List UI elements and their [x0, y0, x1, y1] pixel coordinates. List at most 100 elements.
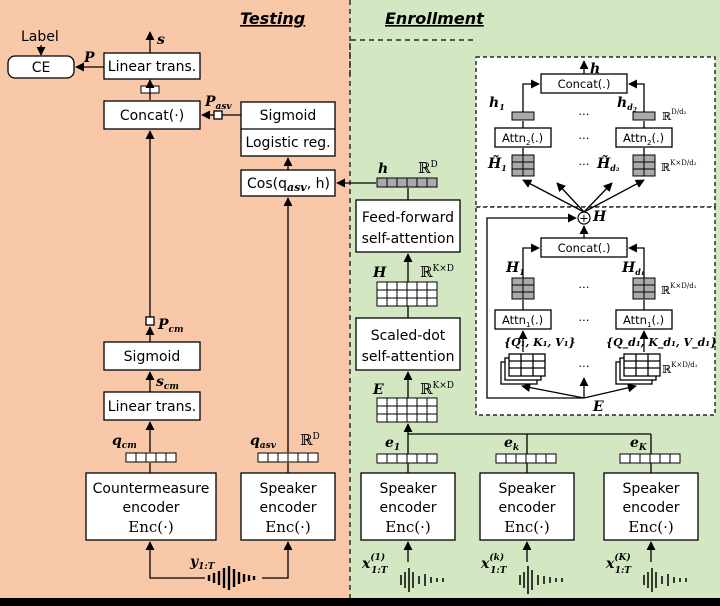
- edge-Hsplit-left: [522, 179, 585, 213]
- sdsa-box: [355, 317, 461, 371]
- ff-attn-left-text: Attn2(.): [502, 131, 543, 147]
- edge-H1-concat: [522, 243, 540, 278]
- ff-concat-text: Concat(.): [558, 77, 611, 91]
- spk-encoder-enroll-1-box: [360, 472, 456, 541]
- q-cm-vector: [125, 452, 177, 463]
- linear-trans-cm-box: [103, 391, 201, 421]
- sdsa-dots-top: ⋯: [578, 280, 590, 294]
- ff-dots-bottom: ⋯: [578, 157, 590, 171]
- cm-encoder-line3: Enc(·): [128, 518, 173, 536]
- H-dim: ℝK×D: [420, 263, 454, 281]
- spk-encoder-enroll-1-line1: Speaker: [380, 481, 437, 497]
- ff-attn-left-box: [494, 127, 552, 148]
- edge-y-cm: [145, 541, 205, 579]
- ff-hd2-vector: [632, 111, 656, 121]
- concat-box: [103, 100, 201, 130]
- cm-encoder-line2: encoder: [122, 500, 179, 516]
- ff-Htd2-matrix: [632, 154, 656, 177]
- xK-label: x(K)1:T: [605, 552, 632, 576]
- concat-text: Concat(·): [120, 108, 184, 124]
- ff-attn-right-text: Attn2(.): [623, 131, 664, 147]
- edge-hd2-concat: [628, 79, 645, 112]
- sdsa-concat-text: Concat(.): [558, 241, 611, 255]
- h-label: h: [378, 161, 388, 177]
- cm-encoder-box: [85, 472, 217, 541]
- E-dim: ℝK×D: [420, 380, 454, 398]
- logistic-reg-text: Logistic reg.: [245, 135, 330, 151]
- edge-Hsplit-midleft: [556, 182, 585, 213]
- enrollment-corner-dash: [349, 39, 476, 75]
- spk-encoder-enroll-k-line3: Enc(·): [504, 518, 549, 536]
- sdsa-Hd1-label: Hd₁: [621, 260, 644, 277]
- ff-Ht1-matrix: [511, 154, 535, 177]
- ff-line2: self-attention: [362, 231, 455, 247]
- sdsa-qkv-right-stack: [615, 353, 661, 385]
- ff-hd2-label: hd2: [617, 95, 637, 114]
- sdsa-attn-left-text: Attn1(.): [502, 313, 543, 329]
- ce-box: [7, 55, 75, 79]
- waveform-enroll-1-icon: [400, 568, 444, 592]
- ff-h-dim: ℝD/d₂: [662, 108, 687, 123]
- testing-title: Testing: [240, 9, 305, 28]
- p-asv-label: Pasv: [204, 94, 232, 112]
- y-label: y1:T: [189, 554, 216, 572]
- xk-label: x(k)1:T: [480, 552, 508, 576]
- h-dim: ℝD: [418, 159, 438, 177]
- waveform-enroll-k-icon: [519, 566, 563, 594]
- edge-y-spk: [262, 541, 293, 579]
- edge-Hsplit-midright: [583, 182, 613, 213]
- ff-detail-h-label: h: [590, 61, 600, 77]
- p-label: P: [83, 50, 95, 66]
- ff-attention-box: [355, 199, 461, 253]
- e1-label: e1: [385, 435, 400, 453]
- sigmoid-cm-text: Sigmoid: [124, 349, 181, 365]
- p-cm-label: Pcm: [157, 317, 184, 335]
- sdsa-attn-right-box: [615, 309, 673, 330]
- x1-label: x(1)1:T: [361, 552, 389, 576]
- cos-text: Cos(qasv, h): [247, 176, 330, 194]
- edge-Hd1-concat: [628, 243, 645, 278]
- residual-add-icon: [577, 211, 591, 225]
- q-cm-label: qcm: [112, 433, 137, 451]
- label-text: Label: [21, 29, 59, 45]
- sigmoid-asv-text: Sigmoid: [260, 108, 317, 124]
- score-vector-cell-1: [140, 85, 151, 94]
- ff-line1: Feed-forward: [362, 210, 454, 226]
- sdsa-detail-E-label: E: [592, 399, 604, 415]
- sdsa-line1: Scaled-dot: [371, 328, 446, 344]
- score-vector-cell-2: [149, 85, 160, 94]
- spk-encoder-enroll-k-line1: Speaker: [499, 481, 556, 497]
- ff-dots-top: ⋯: [578, 107, 590, 121]
- sdsa-concat-box: [540, 237, 628, 258]
- edge-residual: [486, 213, 584, 399]
- ff-dots-mid: ⋯: [578, 131, 590, 145]
- sdsa-line2: self-attention: [362, 349, 455, 365]
- q-asv-vector: [257, 452, 319, 463]
- ff-Htd2-label: H̃d₂: [596, 154, 620, 173]
- spk-encoder-enroll-K-line1: Speaker: [623, 481, 680, 497]
- h-vector: [376, 177, 438, 188]
- edge-E-split-right: [583, 383, 637, 399]
- spk-encoder-enroll-1-line3: Enc(·): [385, 518, 430, 536]
- q-asv-label: qasv: [250, 433, 277, 451]
- spk-encoder-enroll-k-box: [479, 472, 575, 541]
- H-matrix: [376, 281, 438, 307]
- waveform-enroll-K-icon: [643, 568, 687, 592]
- eK-vector: [619, 453, 681, 464]
- E-matrix: [376, 397, 438, 423]
- sdsa-dots-bottom: ⋯: [578, 359, 590, 373]
- q-asv-dim: ℝD: [300, 431, 320, 449]
- ff-attn-right-box: [615, 127, 673, 148]
- e1-vector: [376, 453, 438, 464]
- spk-encoder-enroll-K-line3: Enc(·): [628, 518, 673, 536]
- ek-label: ek: [504, 435, 519, 453]
- enrollment-title: Enrollment: [385, 9, 485, 28]
- s-label: s: [157, 32, 165, 48]
- sdsa-attn-right-text: Attn1(.): [623, 313, 664, 329]
- spk-encoder-enroll-K-line2: encoder: [622, 500, 679, 516]
- ff-Ht-dim: ℝK×D/d₂: [661, 159, 697, 174]
- sdsa-qkv-right: {Q_d₁, K_d₁, V_d₁}: [606, 336, 717, 350]
- sigmoid-cm-box: [103, 341, 201, 371]
